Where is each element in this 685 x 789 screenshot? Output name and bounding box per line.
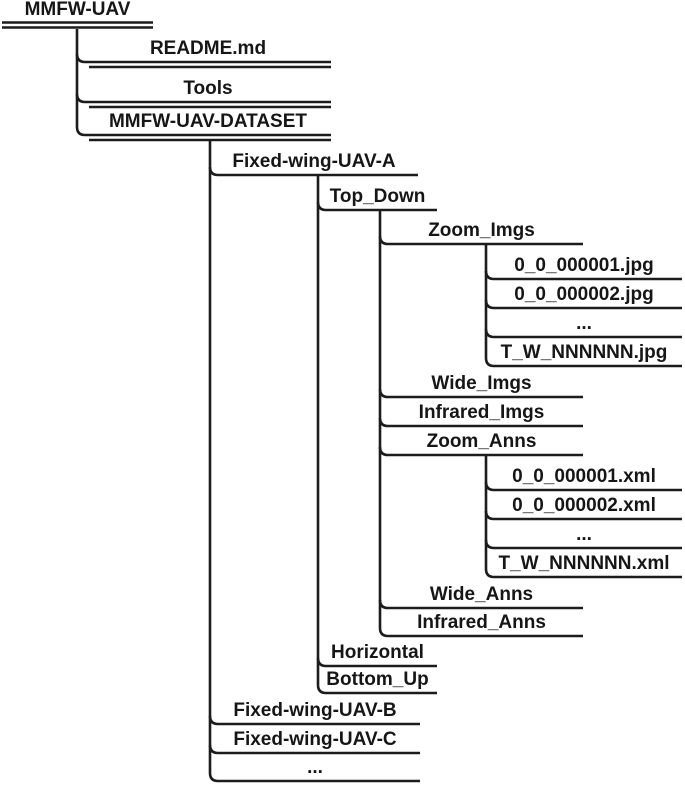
node-label-zoom-imgs: Zoom_Imgs xyxy=(428,220,535,241)
node-label-wide-anns: Wide_Anns xyxy=(429,584,534,605)
node-label-fixed-wing-uav-a: Fixed-wing-UAV-A xyxy=(232,151,396,172)
node-label-jpg-file-1: 0_0_000001.jpg xyxy=(514,255,654,276)
node-label-xml-file-n: T_W_NNNNNN.xml xyxy=(498,553,670,574)
node-label-bottom-up: Bottom_Up xyxy=(326,669,429,690)
node-label-xml-file-1: 0_0_000001.xml xyxy=(512,466,656,487)
node-label-fixed-wing-uav-b: Fixed-wing-UAV-B xyxy=(233,700,397,721)
node-label-horizontal: Horizontal xyxy=(331,642,424,663)
node-label-readme-md: README.md xyxy=(149,38,267,59)
node-label-tools: Tools xyxy=(183,78,233,99)
node-label-mmfw-uav-dataset: MMFW-UAV-DATASET xyxy=(108,111,308,132)
node-label-infrared-anns: Infrared_Anns xyxy=(417,612,546,633)
node-label-xml-file-2: 0_0_000002.xml xyxy=(512,495,656,516)
node-label-xml-ellipsis: ... xyxy=(576,524,592,545)
node-label-jpg-ellipsis: ... xyxy=(576,313,592,334)
node-label-top-down: Top_Down xyxy=(329,186,426,207)
node-label-mmfw-uav: MMFW-UAV xyxy=(24,0,131,20)
node-label-jpg-file-n: T_W_NNNNNN.jpg xyxy=(500,342,668,363)
node-label-jpg-file-2: 0_0_000002.jpg xyxy=(514,284,654,305)
node-label-fixed-wing-uav-c: Fixed-wing-UAV-C xyxy=(233,729,397,750)
node-label-uav-ellipsis: ... xyxy=(307,757,323,778)
node-label-zoom-anns: Zoom_Anns xyxy=(426,431,537,452)
node-label-wide-imgs: Wide_Imgs xyxy=(431,373,532,394)
node-label-infrared-imgs: Infrared_Imgs xyxy=(418,402,545,423)
